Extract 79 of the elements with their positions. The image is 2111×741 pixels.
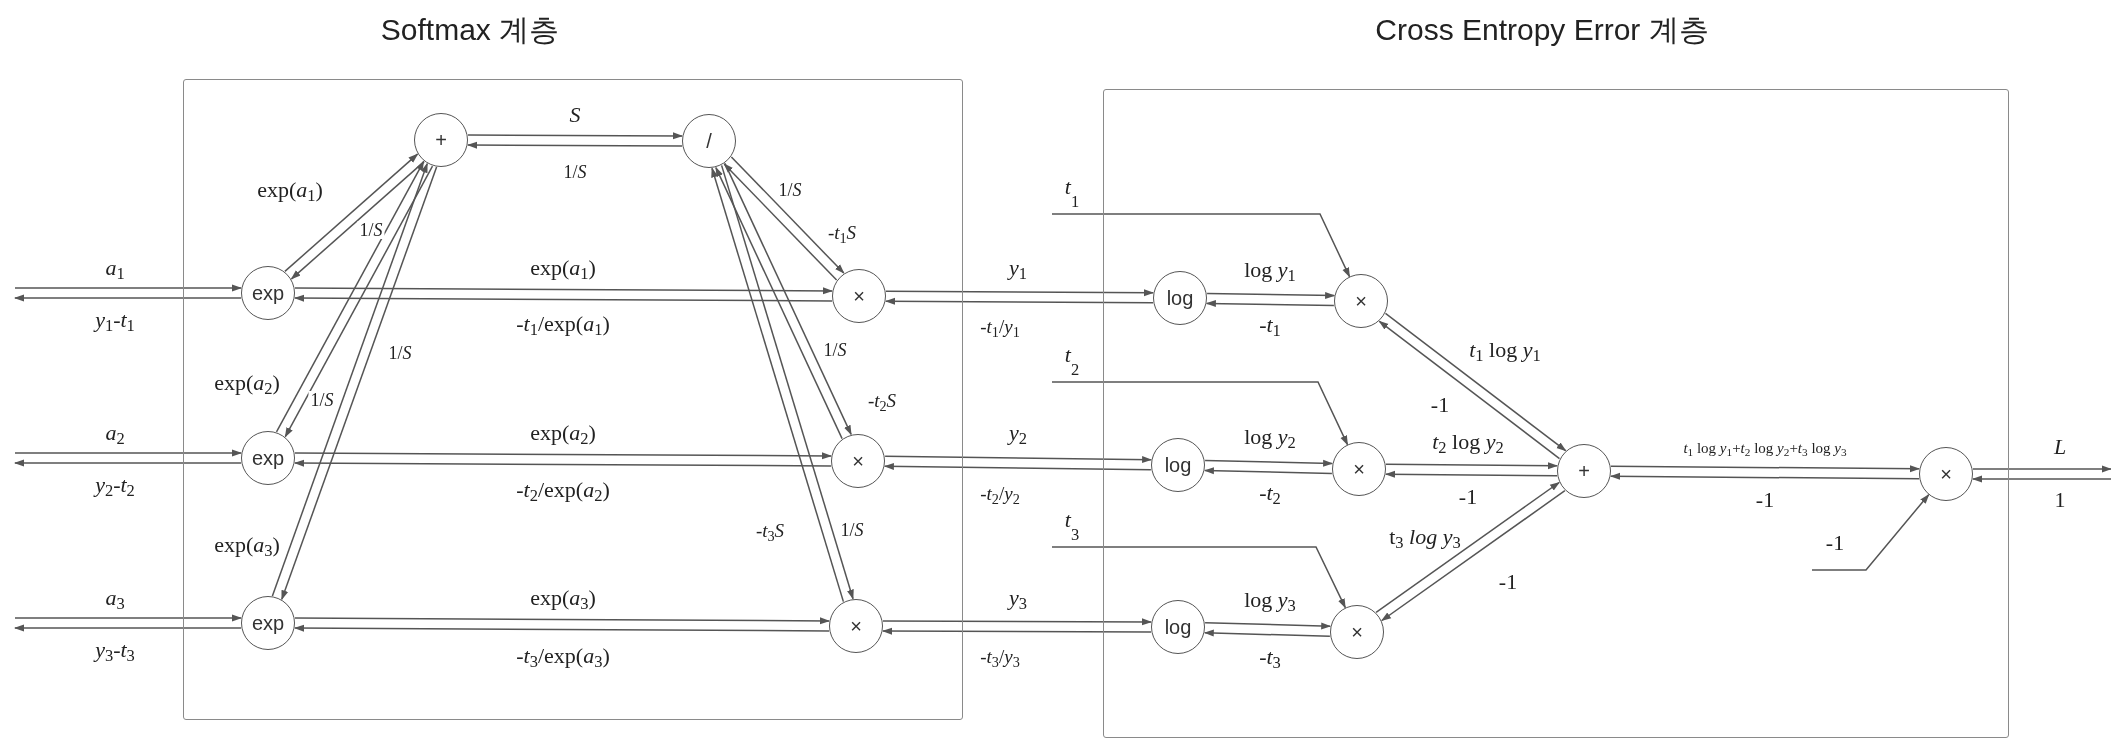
edge-label: exp(a$_{2}$) [212,372,282,394]
edge-label: 1/S [308,391,336,409]
arrow [1378,320,1561,460]
leader-line [1811,493,1930,571]
input-label: -1 [1812,534,1858,570]
operator-node: + [1557,444,1611,498]
arrow [14,284,242,292]
arrow [467,141,683,149]
operator-node: × [1330,605,1384,659]
leader-line [1051,213,1351,278]
operator-node: exp [241,266,295,320]
arrow [885,289,1154,297]
edge-label: -t$_{1}$/exp(a$_{1}$) [514,313,612,335]
edge-label: exp(a$_{1}$) [255,179,325,201]
edge-label: exp(a$_{3}$) [212,534,282,556]
operator-node: / [682,114,736,168]
arrow [1375,481,1560,614]
edge-label: -t$_{2}$/exp(a$_{2}$) [514,479,612,501]
arrow [1610,465,1920,473]
arrow [14,459,242,467]
arrow [294,459,832,467]
operator-node: × [832,269,886,323]
arrow [294,452,832,460]
arrow [1384,312,1567,452]
edge-label: exp(a$_{3}$) [528,587,598,609]
input-label: t$_{2}$ [1052,334,1092,382]
arrow [1385,462,1558,470]
arrow [1385,470,1558,478]
leader-line [1051,546,1347,609]
arrow [467,132,683,140]
operator-node: × [831,434,885,488]
operator-node: log [1151,600,1205,654]
arrow [1381,489,1566,622]
arrow [1204,459,1334,467]
arrow [1205,300,1335,308]
arrow [294,287,833,295]
layer-title: Cross Entropy Error 계층 [1375,12,1709,48]
arrow [882,618,1152,626]
edge-label: -t$_{3}$/exp(a$_{3}$) [514,645,612,667]
operator-node: × [1919,447,1973,501]
arrow [715,166,843,440]
arrow [294,294,833,302]
arrow [1203,467,1333,475]
edge-label: t$_{1}$ log y$_{1}$+t$_{2}$ log y$_{2}$+t$_{3}$ log y$_{3}$ [1681,440,1849,456]
leader-line [1051,381,1349,446]
arrow [1204,622,1332,630]
arrow [1972,475,2111,483]
arrow [885,297,1154,305]
edge-label: exp(a$_{2}$) [528,422,598,444]
operator-node: log [1151,438,1205,492]
input-label: t$_{3}$ [1052,499,1092,547]
arrow [882,627,1152,635]
arrow [724,162,852,436]
arrow [294,624,830,632]
arrow [284,153,419,273]
operator-node: exp [241,596,295,650]
arrow [730,156,845,274]
arrow [294,617,830,625]
operator-node: × [1334,274,1388,328]
input-label: t$_{1}$ [1052,166,1092,214]
operator-node: × [829,599,883,653]
operator-node: × [1332,442,1386,496]
arrow [14,449,242,457]
arrow [1972,465,2111,473]
arrow [884,455,1153,464]
edge-label: exp(a$_{1}$) [528,257,598,279]
layer-title: Softmax 계층 [380,12,560,48]
arrow [14,624,242,632]
arrow [14,294,242,302]
arrow [883,462,1152,471]
arrow [14,614,242,622]
operator-node: + [414,113,468,167]
operator-node: log [1153,271,1207,325]
edge-label: 1/S [357,221,385,239]
arrow [1610,472,1920,480]
arrow [1206,291,1336,299]
arrow [1203,629,1331,637]
operator-node: exp [241,431,295,485]
arrow [723,163,838,281]
